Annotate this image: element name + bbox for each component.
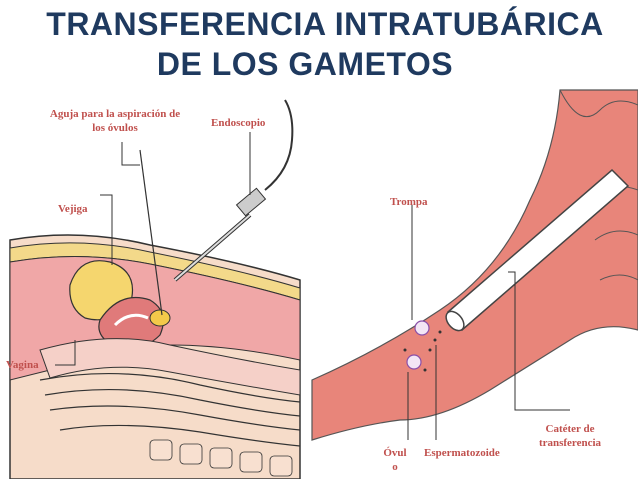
catheter-label-line-1: Catéter de [545,423,595,435]
pelvic-section-illustration [9,95,310,479]
tube-label: Trompa [390,196,428,208]
endoscope-label: Endoscopio [211,117,266,129]
title-line-2: DE LOS GAMETOS [156,46,454,82]
ovum-label: Óvul o [383,446,407,474]
title-line-1: TRANSFERENCIA INTRATUBÁRICA [46,6,604,42]
sperm-label: Espermatozoide [424,447,500,459]
bladder-label: Vejiga [58,203,88,215]
ovum-label-line-1: Óvul [383,447,407,459]
catheter-label: Catéter de transferencia [530,422,610,450]
needle-label-line-2: los óvulos [92,122,138,134]
needle-label: Aguja para la aspiración de los óvulos [30,107,200,135]
needle-label-line-1: Aguja para la aspiración de [49,108,181,120]
catheter-label-line-2: transferencia [538,437,602,449]
ovum-label-line-2: o [392,461,398,473]
vagina-label: Vagina [6,359,39,371]
